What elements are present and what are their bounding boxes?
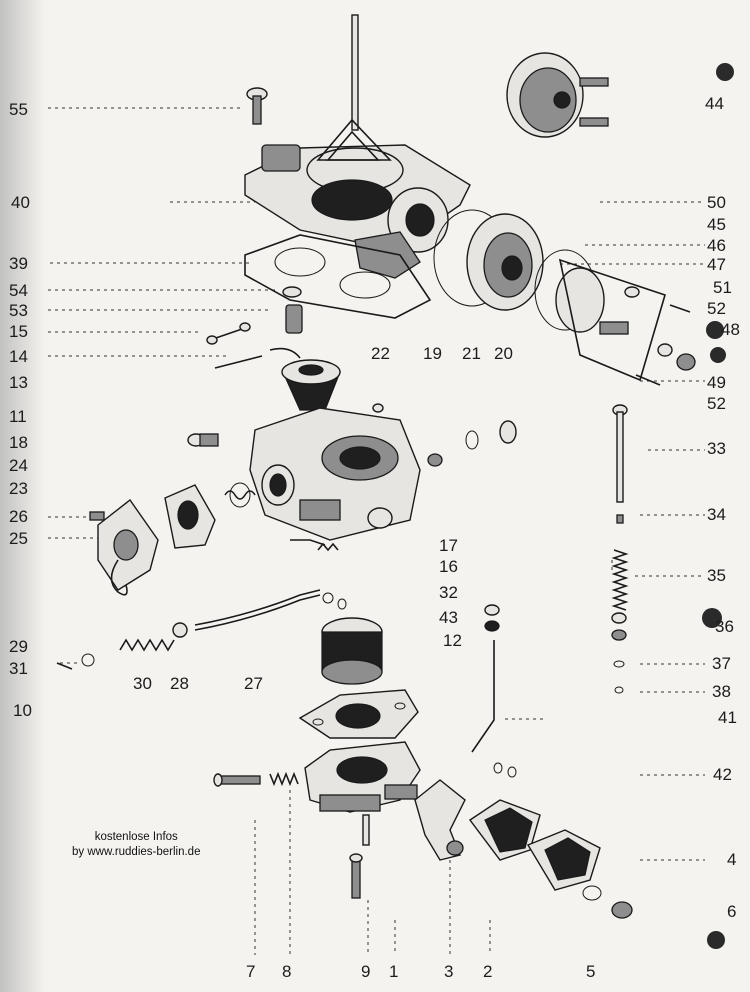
callout-40: 40 bbox=[11, 193, 30, 212]
linkage-rod-41 bbox=[471, 604, 517, 778]
callout-23: 23 bbox=[9, 479, 28, 498]
callout-47: 47 bbox=[707, 255, 726, 274]
callout-39: 39 bbox=[9, 254, 28, 273]
callout-37: 37 bbox=[712, 654, 731, 673]
callout-14: 14 bbox=[9, 347, 28, 366]
callout-48: 48 bbox=[721, 320, 740, 339]
callout-18: 18 bbox=[9, 433, 28, 452]
callout-50: 50 bbox=[707, 193, 726, 212]
callout-46: 46 bbox=[707, 236, 726, 255]
callout-52-upper: 52 bbox=[707, 299, 726, 318]
screw-18 bbox=[187, 433, 219, 447]
callout-45: 45 bbox=[707, 215, 726, 234]
callout-8: 8 bbox=[282, 962, 292, 981]
callout-5: 5 bbox=[586, 962, 596, 981]
callout-31: 31 bbox=[9, 659, 28, 678]
carburetor-main-body bbox=[249, 403, 421, 541]
callout-54: 54 bbox=[9, 281, 28, 300]
callout-12: 12 bbox=[443, 631, 462, 650]
callout-24: 24 bbox=[9, 456, 28, 475]
choke-diaphragm-assembly bbox=[433, 52, 696, 386]
callout-35: 35 bbox=[707, 566, 726, 585]
throttle-linkage bbox=[414, 779, 633, 919]
callout-11: 11 bbox=[9, 407, 27, 426]
mounting-screw-9 bbox=[349, 814, 370, 899]
callout-3: 3 bbox=[444, 962, 454, 981]
callout-20: 20 bbox=[494, 344, 513, 363]
accelerator-pump bbox=[89, 482, 256, 596]
callout-51: 51 bbox=[713, 278, 732, 297]
callout-28: 28 bbox=[170, 674, 189, 693]
callout-26: 26 bbox=[9, 507, 28, 526]
callout-41: 41 bbox=[718, 708, 737, 727]
insulator-block bbox=[321, 617, 383, 685]
pump-linkage-rod bbox=[56, 539, 347, 670]
idle-screw-stack bbox=[611, 404, 629, 694]
flange-gasket bbox=[298, 689, 419, 739]
callout-19: 19 bbox=[423, 344, 442, 363]
callout-16: 16 bbox=[439, 557, 458, 576]
callout-2: 2 bbox=[483, 962, 493, 981]
credit-note: kostenlose Infos by www.ruddies-berlin.d… bbox=[72, 830, 200, 860]
callout-25: 25 bbox=[9, 529, 28, 548]
callout-10: 10 bbox=[13, 701, 32, 720]
callout-21: 21 bbox=[462, 344, 481, 363]
callout-17: 17 bbox=[439, 536, 458, 555]
carburetor-top-cover bbox=[244, 14, 471, 279]
callout-33: 33 bbox=[707, 439, 726, 458]
callout-42: 42 bbox=[713, 765, 732, 784]
callout-32: 32 bbox=[439, 583, 458, 602]
callout-13: 13 bbox=[9, 373, 28, 392]
scan-edge-shadow bbox=[0, 0, 45, 992]
callout-49: 49 bbox=[707, 373, 726, 392]
callout-38: 38 bbox=[712, 682, 731, 701]
idle-adjust-screw bbox=[213, 771, 299, 787]
callout-34: 34 bbox=[707, 505, 726, 524]
callout-55: 55 bbox=[9, 100, 28, 119]
callout-36: 36 bbox=[715, 617, 734, 636]
callout-29: 29 bbox=[9, 637, 28, 656]
needle-valve-parts bbox=[427, 420, 517, 467]
callout-9: 9 bbox=[361, 962, 371, 981]
callout-52-lower: 52 bbox=[707, 394, 726, 413]
callout-15: 15 bbox=[9, 322, 28, 341]
callout-44: 44 bbox=[705, 94, 724, 113]
jets-and-pins bbox=[206, 286, 303, 369]
callout-1: 1 bbox=[389, 962, 399, 981]
callout-43: 43 bbox=[439, 608, 458, 627]
callout-53: 53 bbox=[9, 301, 28, 320]
credit-line-1: kostenlose Infos bbox=[94, 831, 178, 843]
callout-22: 22 bbox=[371, 344, 390, 363]
scan-artifacts bbox=[702, 63, 734, 949]
callout-4: 4 bbox=[727, 850, 737, 869]
callout-7: 7 bbox=[246, 962, 256, 981]
credit-line-2: by www.ruddies-berlin.de bbox=[72, 846, 201, 858]
throttle-base bbox=[304, 741, 421, 813]
float-13 bbox=[281, 359, 341, 411]
top-gasket bbox=[244, 234, 432, 319]
callout-30: 30 bbox=[133, 674, 152, 693]
screw-55 bbox=[246, 87, 268, 125]
leader-lines bbox=[48, 107, 705, 955]
callout-6: 6 bbox=[727, 902, 737, 921]
callout-27: 27 bbox=[244, 674, 263, 693]
